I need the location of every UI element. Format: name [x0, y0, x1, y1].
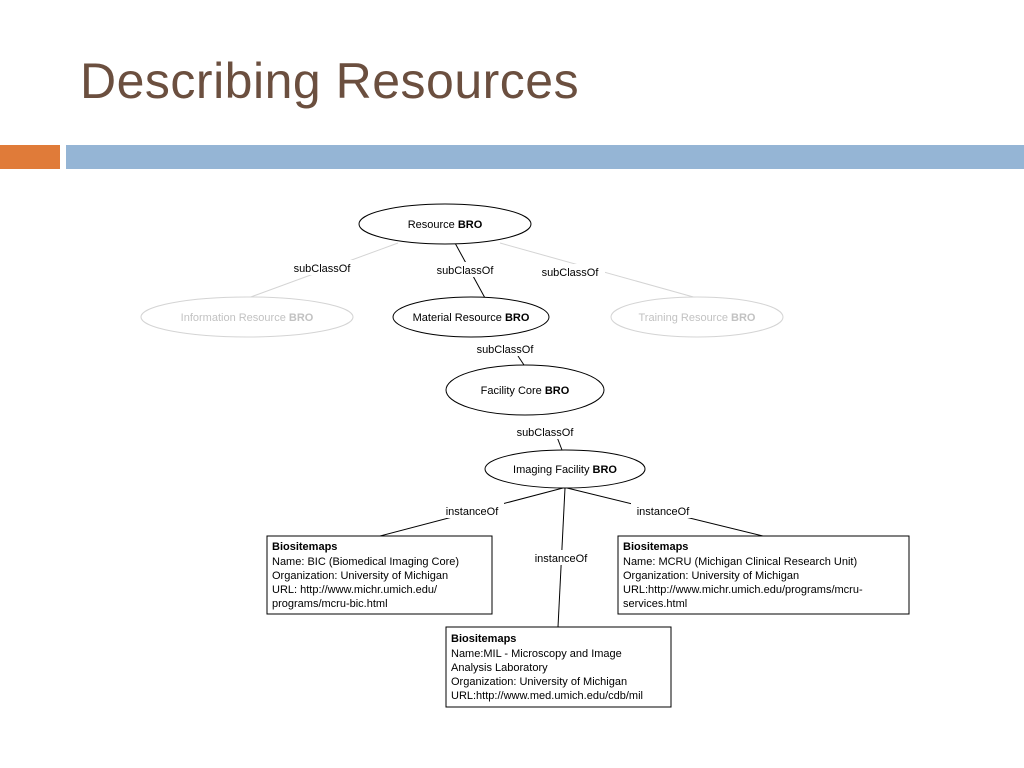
instance-mcru-line: Name: MCRU (Michigan Clinical Research U…	[623, 556, 857, 568]
instance-box-bic: Biositemaps Name: BIC (Biomedical Imagin…	[266, 535, 493, 615]
instance-bic-line: Name: BIC (Biomedical Imaging Core)	[272, 556, 459, 568]
node-imaging-label: Imaging Facility	[513, 464, 592, 476]
svg-text:Training Resource BRO: Training Resource BRO	[639, 312, 756, 324]
accent-bar-orange	[0, 145, 60, 169]
edge-label-facility-subclass: subClassOf	[477, 344, 535, 356]
svg-text:Facility Core BRO: Facility Core BRO	[481, 385, 570, 397]
node-training-bro: BRO	[731, 312, 756, 324]
instance-mil-heading: Biositemaps	[451, 633, 516, 645]
svg-text:Resource BRO: Resource BRO	[408, 219, 483, 231]
instance-mil-line: Name:MIL - Microscopy and Image	[451, 648, 622, 660]
instance-mil-line: Analysis Laboratory	[451, 662, 548, 674]
instance-bic-line: Organization: University of Michigan	[272, 570, 448, 582]
edge-label-bic-instance: instanceOf	[446, 506, 500, 518]
edge-facility-imaging	[556, 436, 563, 451]
svg-text:Imaging Facility BRO: Imaging Facility BRO	[513, 464, 617, 476]
instance-mcru-line: Organization: University of Michigan	[623, 570, 799, 582]
node-information-bro: BRO	[289, 312, 314, 324]
node-facility-label: Facility Core	[481, 385, 545, 397]
node-training-resource: Training Resource BRO	[610, 296, 784, 338]
edge-label-mcru-instance: instanceOf	[637, 506, 691, 518]
edge-label-info-subclass: subClassOf	[294, 263, 352, 275]
instance-box-mil: Biositemaps Name:MIL - Microscopy and Im…	[445, 626, 672, 708]
edge-label-mil-instance: instanceOf	[535, 553, 589, 565]
node-training-label: Training Resource	[639, 312, 732, 324]
node-material-bro: BRO	[505, 312, 530, 324]
node-material-label: Material Resource	[413, 312, 505, 324]
node-resource-label: Resource	[408, 219, 458, 231]
instance-bic-line: programs/mcru-bic.html	[272, 598, 388, 610]
instance-mil-line: Organization: University of Michigan	[451, 676, 627, 688]
node-information-resource: Information Resource BRO	[140, 296, 354, 338]
node-imaging-facility: Imaging Facility BRO	[484, 449, 646, 489]
svg-text:Information Resource BRO: Information Resource BRO	[181, 312, 314, 324]
instance-mcru-line: services.html	[623, 598, 687, 610]
instance-mcru-line: URL:http://www.michr.umich.edu/programs/…	[623, 584, 863, 596]
node-resource: Resource BRO	[358, 203, 532, 245]
node-material-resource: Material Resource BRO	[392, 296, 550, 338]
instance-mil-line: URL:http://www.med.umich.edu/cdb/mil	[451, 690, 643, 702]
node-resource-bro: BRO	[458, 219, 483, 231]
svg-text:Material Resource BRO: Material Resource BRO	[413, 312, 530, 324]
edge-label-imaging-subclass: subClassOf	[517, 427, 575, 439]
instance-bic-heading: Biositemaps	[272, 541, 337, 553]
instance-bic-line: URL: http://www.michr.umich.edu/	[272, 584, 438, 596]
edge-material-facility	[517, 355, 525, 366]
instance-box-mcru: Biositemaps Name: MCRU (Michigan Clinica…	[617, 535, 910, 615]
node-facility-core: Facility Core BRO	[445, 364, 605, 416]
edge-label-material-subclass: subClassOf	[437, 265, 495, 277]
node-imaging-bro: BRO	[593, 464, 618, 476]
accent-bar-blue	[66, 145, 1024, 169]
edge-label-training-subclass: subClassOf	[542, 267, 600, 279]
slide-title: Describing Resources	[80, 53, 580, 109]
node-facility-bro: BRO	[545, 385, 570, 397]
instance-mcru-heading: Biositemaps	[623, 541, 688, 553]
node-information-label: Information Resource	[181, 312, 289, 324]
